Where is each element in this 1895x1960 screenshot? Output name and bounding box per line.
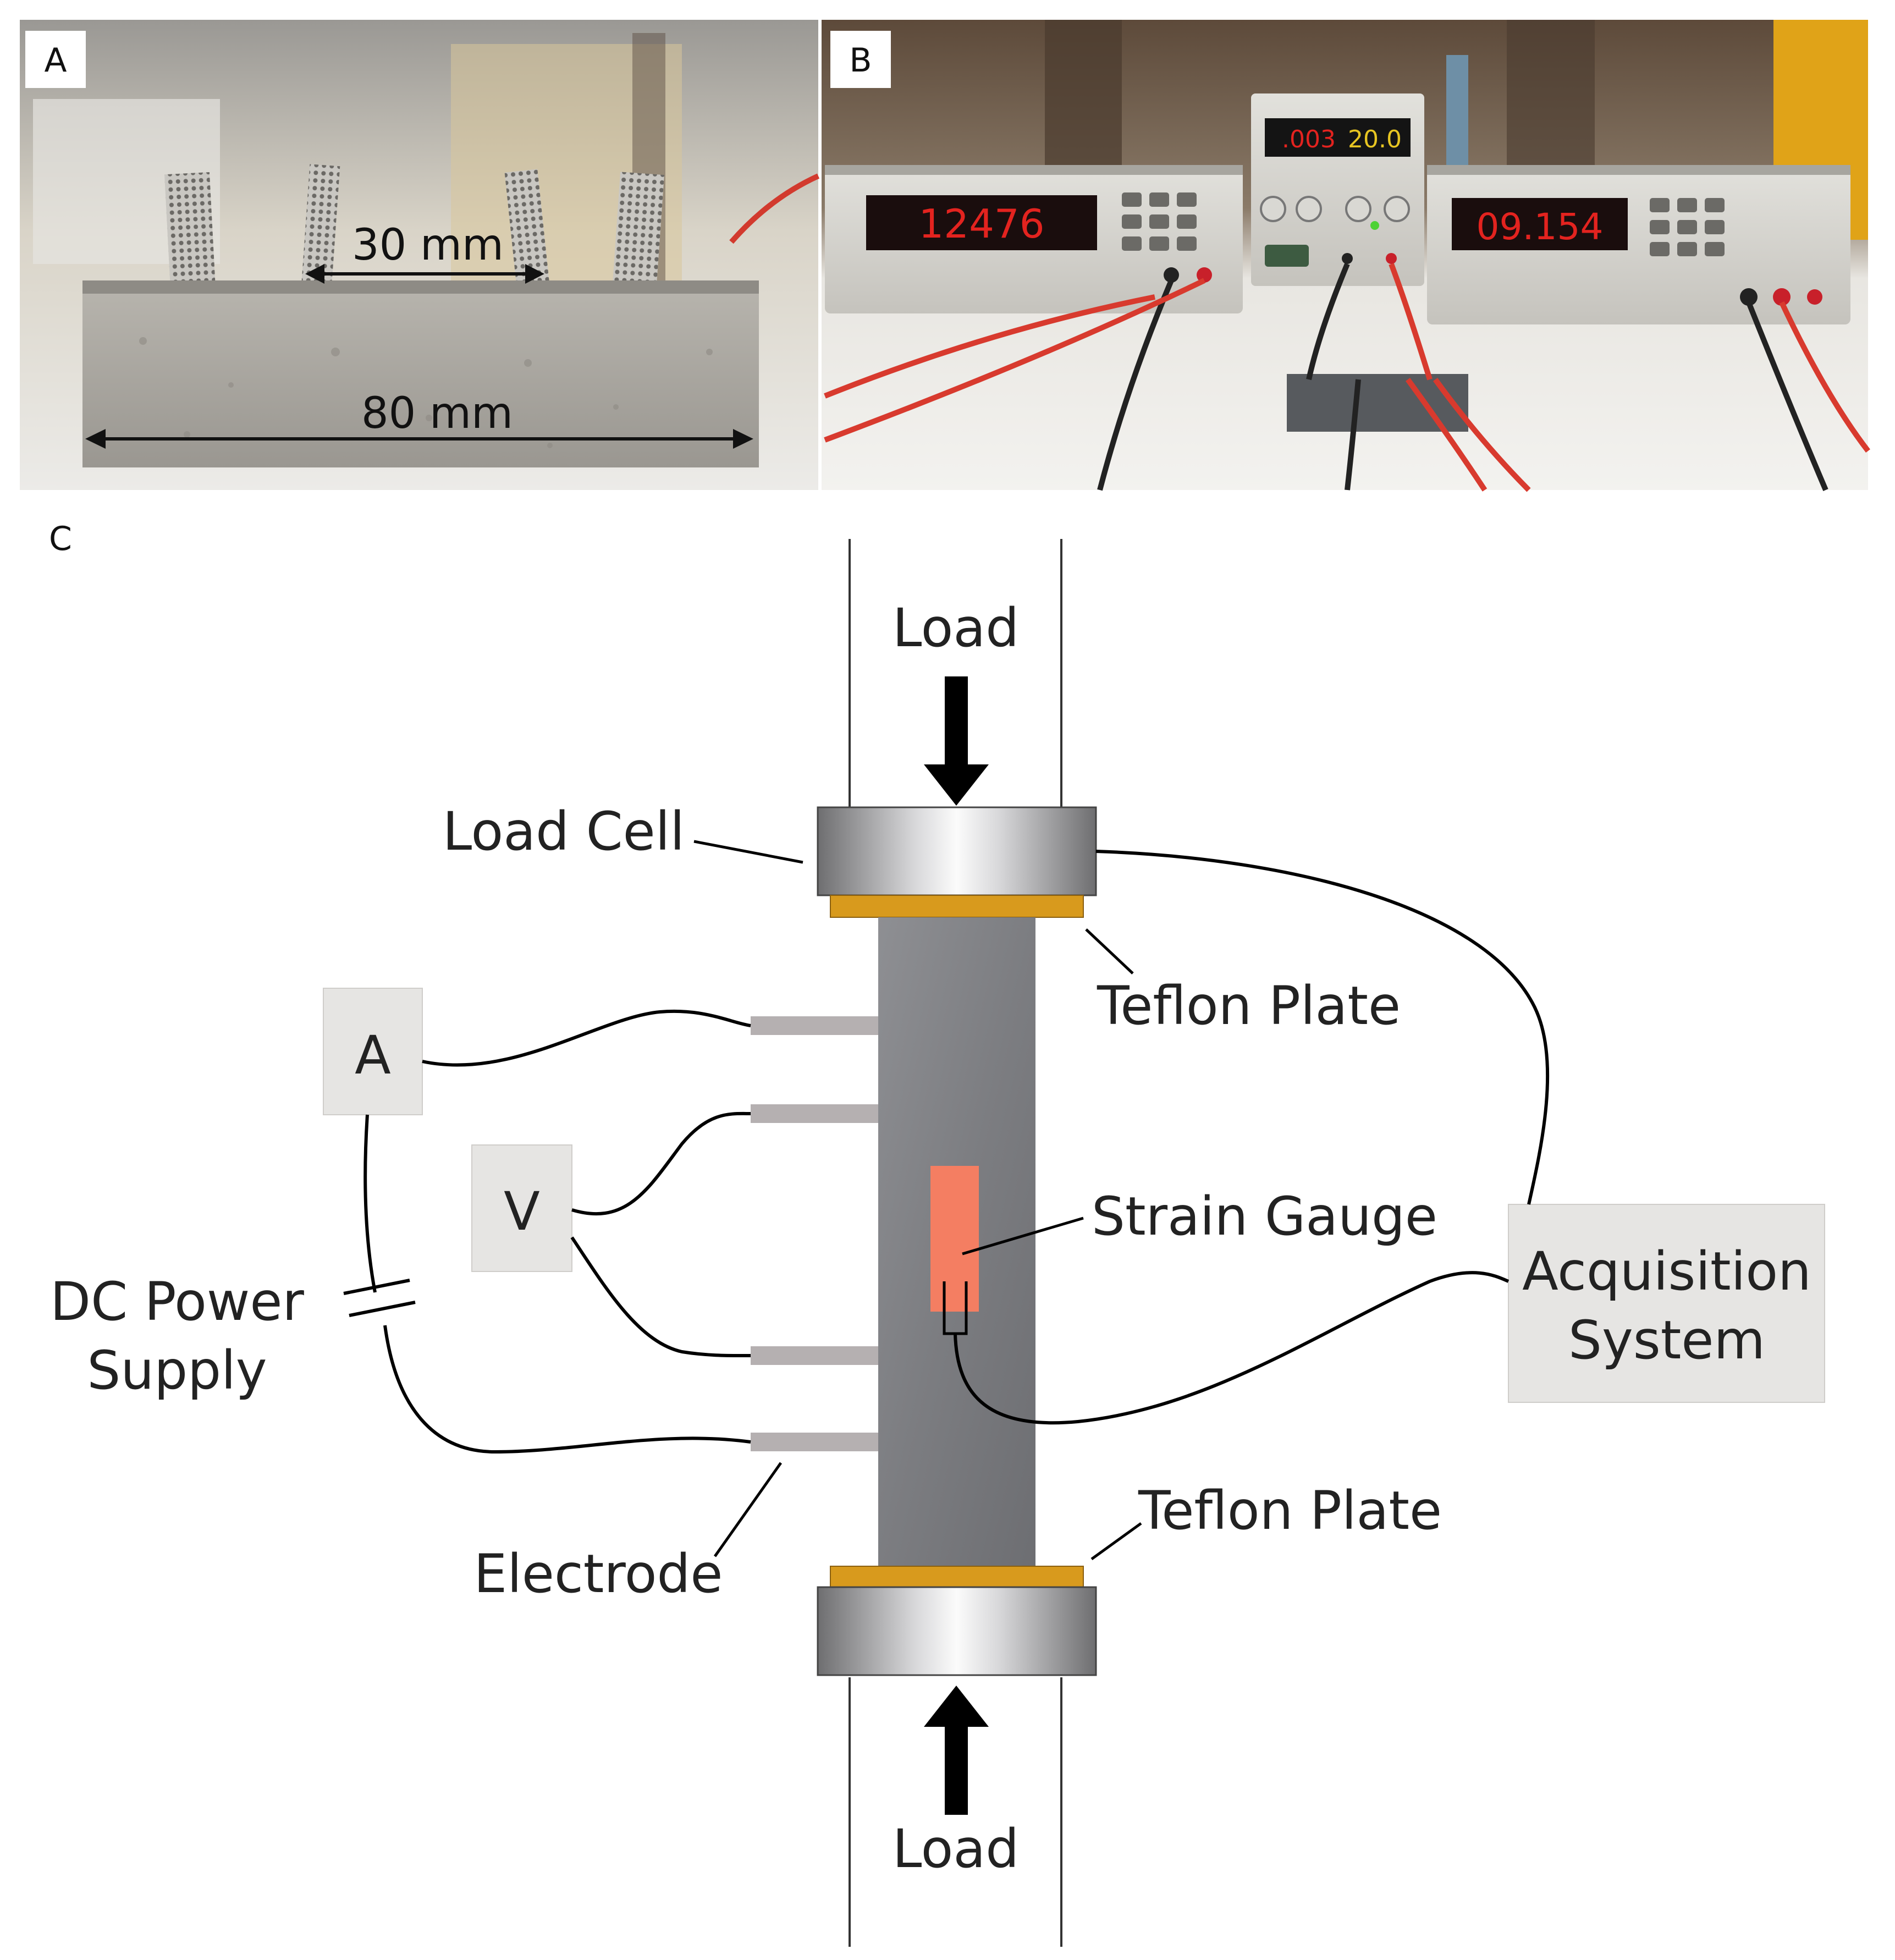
callout-lines (693, 840, 1142, 1561)
load-bottom-arrow (924, 1686, 989, 1815)
multimeter-left: 12476 (825, 165, 1243, 313)
wire-loadcell-acquisition (1095, 850, 1550, 1205)
mesh-electrode (164, 172, 216, 301)
multimeter-right: 09.154 (1427, 165, 1850, 324)
multimeter-right-readout: 09.154 (1477, 206, 1604, 248)
mesh-electrode (300, 164, 340, 301)
wire-gauge-acquisition (954, 1271, 1510, 1425)
acquisition-system-box (1508, 1204, 1825, 1403)
electrode-4 (751, 1433, 878, 1451)
wire-ammeter-electrode (422, 1009, 751, 1067)
dimension-inner (305, 264, 544, 284)
strain-gauge-label: Strain Gauge (1092, 1186, 1437, 1247)
mesh-electrode (612, 172, 664, 301)
dimension-outer-label: 80 mm (361, 389, 513, 438)
dc-power-label-line2: Supply (87, 1340, 267, 1401)
teflon-plate-bottom-label: Teflon Plate (1138, 1480, 1442, 1541)
voltmeter-box (471, 1144, 572, 1272)
panel-a-photo: 30 mm 80 mm A (20, 20, 820, 490)
multimeter-left-readout: 12476 (918, 201, 1044, 247)
panel-b-letter: B (849, 41, 872, 80)
wire-voltmeter-electrode-lower (570, 1236, 751, 1358)
load-cell-label: Load Cell (443, 801, 685, 862)
panel-c-letter: C (49, 520, 72, 558)
panel-a-letter: A (44, 41, 67, 80)
dc-power-supply-photo: .003 20.0 (1251, 93, 1424, 286)
wire-supply-electrode (383, 1325, 751, 1454)
electrode-1 (751, 1016, 878, 1035)
dc-supply-symbol (343, 1279, 416, 1317)
teflon-plate-bottom (830, 1566, 1084, 1588)
acquisition-label-line1: Acquisition (1522, 1241, 1811, 1302)
ammeter-label: A (355, 1025, 391, 1086)
teflon-plate-top-label: Teflon Plate (1097, 975, 1401, 1037)
wire-voltmeter-electrode-upper (571, 1111, 751, 1216)
mesh-electrode (504, 169, 551, 301)
supply-voltage-readout: 20.0 (1348, 125, 1402, 153)
ammeter-box (323, 988, 423, 1115)
panel-b-photo: 12476 .003 20.0 (822, 20, 1870, 492)
voltmeter-label: V (504, 1181, 540, 1242)
load-bottom-label: Load (893, 1818, 1019, 1880)
load-frame-rods (849, 539, 1062, 1947)
teflon-plate-top (830, 895, 1084, 918)
panel-c-schematic: C Load Load (49, 520, 1825, 1947)
load-top-label: Load (893, 597, 1019, 659)
supply-current-readout: .003 (1282, 125, 1336, 153)
electrode-label: Electrode (474, 1543, 723, 1605)
electrode-2 (751, 1104, 878, 1123)
panel-b-letter-box (830, 31, 891, 88)
load-top-arrow (924, 676, 989, 806)
electrodes (751, 1016, 878, 1451)
dc-power-label-line1: DC Power (50, 1271, 304, 1333)
strain-gauge (930, 1166, 979, 1312)
concrete-specimen (82, 280, 759, 467)
load-cell-bottom (817, 1586, 1097, 1676)
load-cell-top (817, 806, 1097, 896)
wire-ammeter-supply (363, 1114, 377, 1293)
dimension-inner-label: 30 mm (352, 221, 504, 270)
acquisition-label-line2: System (1568, 1309, 1765, 1371)
dimension-outer (85, 429, 753, 449)
panel-a-letter-box (25, 31, 86, 88)
wiring (363, 850, 1550, 1454)
electrode-3 (751, 1346, 878, 1365)
